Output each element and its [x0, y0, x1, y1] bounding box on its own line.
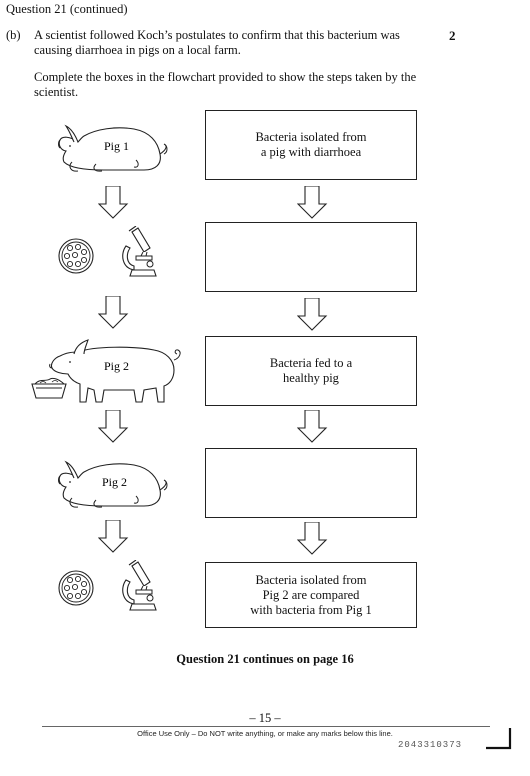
corner-registration-mark — [486, 728, 512, 750]
question-header: Question 21 (continued) — [6, 2, 128, 16]
flowchart-answer-box-2[interactable] — [205, 222, 417, 292]
barcode-number: 2043310373 — [398, 740, 463, 750]
petri-dish-icon — [58, 238, 94, 274]
standing-pig-icon: Pig 2 — [49, 339, 181, 403]
pig-label-1: Pig 1 — [104, 139, 129, 153]
lying-pig-icon: Pig 1 — [57, 125, 168, 172]
flowchart-box-3: Bacteria fed to a healthy pig — [205, 336, 417, 406]
down-arrow-icon — [297, 186, 327, 219]
down-arrow-icon — [98, 520, 128, 553]
microscope-icon — [122, 560, 157, 611]
lying-pig-icon: Pig 2 — [57, 461, 168, 508]
page-number: – 15 – — [249, 711, 281, 725]
flowchart-box-5: Bacteria isolated from Pig 2 are compare… — [205, 562, 417, 628]
down-arrow-icon — [98, 410, 128, 443]
pig-label-2: Pig 2 — [104, 359, 129, 373]
down-arrow-icon — [98, 186, 128, 219]
marks-value: 2 — [449, 28, 456, 43]
question-instruction: Complete the boxes in the flowchart prov… — [34, 70, 417, 99]
microscope-icon — [122, 226, 157, 277]
down-arrow-icon — [297, 410, 327, 443]
down-arrow-icon — [297, 522, 327, 555]
office-use-divider — [42, 726, 490, 727]
continues-note: Question 21 continues on page 16 — [176, 652, 354, 666]
flowchart-answer-box-4[interactable] — [205, 448, 417, 518]
question-part-label: (b) — [6, 28, 21, 42]
flowchart-box-1: Bacteria isolated from a pig with diarrh… — [205, 110, 417, 180]
pig-label-3: Pig 2 — [102, 475, 127, 489]
question-text: A scientist followed Koch’s postulates t… — [34, 28, 400, 57]
office-use-notice: Office Use Only – Do NOT write anything,… — [137, 729, 393, 738]
petri-dish-icon — [58, 570, 94, 606]
down-arrow-icon — [98, 296, 128, 329]
down-arrow-icon — [297, 298, 327, 331]
